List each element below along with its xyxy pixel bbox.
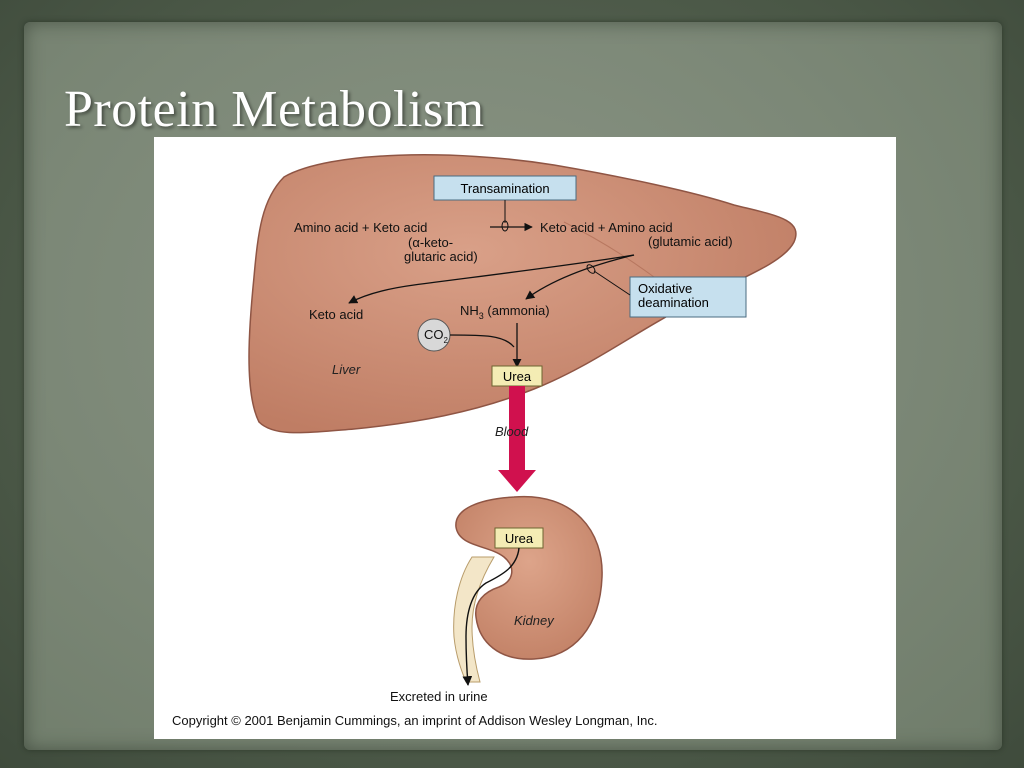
metabolism-diagram: Transamination Amino acid + Keto acid (α…: [172, 154, 797, 728]
products-text: Keto acid + Amino acid: [540, 220, 673, 235]
copyright-text: Copyright © 2001 Benjamin Cummings, an i…: [172, 713, 658, 728]
kidney-shape: [455, 495, 603, 660]
blood-arrow-shaft: [509, 386, 525, 472]
arrow-to-ammonia: [525, 254, 635, 300]
co2-prefix: CO: [424, 327, 444, 342]
kidney-label: Kidney: [514, 613, 555, 628]
protein-metabolism-figure: Transamination Amino acid + Keto acid (α…: [154, 137, 896, 739]
product-note: (glutamic acid): [648, 234, 733, 249]
nh3-suffix: (ammonia): [484, 303, 550, 318]
blood-label: Blood: [495, 424, 529, 439]
slide-title: Protein Metabolism: [64, 81, 485, 138]
transamination-label: Transamination: [460, 181, 549, 196]
reactant-note-2: glutaric acid): [404, 249, 478, 264]
co2-label: CO2: [424, 327, 449, 345]
liver-label: Liver: [332, 362, 361, 377]
reactants-text: Amino acid + Keto acid: [294, 220, 427, 235]
transamination-node: [501, 220, 509, 232]
excreted-label: Excreted in urine: [390, 689, 488, 704]
keto-acid-label: Keto acid: [309, 307, 363, 322]
blood-arrow-head: [498, 470, 536, 492]
urea-liver-label: Urea: [503, 369, 532, 384]
liver-lobe-line: [563, 221, 655, 278]
oxidative-label-1: Oxidative: [638, 281, 692, 296]
reactant-note-1: (α-keto-: [408, 235, 453, 250]
ammonia-label: NH3 (ammonia): [460, 303, 550, 321]
urea-kidney-label: Urea: [505, 531, 534, 546]
oxidative-pointer: [593, 270, 631, 296]
liver-shape: [248, 154, 797, 434]
arrow-to-keto-acid: [348, 254, 635, 304]
nh3-prefix: NH: [460, 303, 479, 318]
co2-subscript: 2: [444, 336, 449, 345]
co2-to-urea-line: [449, 334, 515, 348]
nh3-subscript: 3: [479, 311, 484, 321]
excretion-arrow: [462, 547, 520, 686]
oxidative-label-2: deamination: [638, 295, 709, 310]
ureter-shape: [453, 556, 495, 683]
oxidative-deamination-box: [629, 276, 747, 318]
